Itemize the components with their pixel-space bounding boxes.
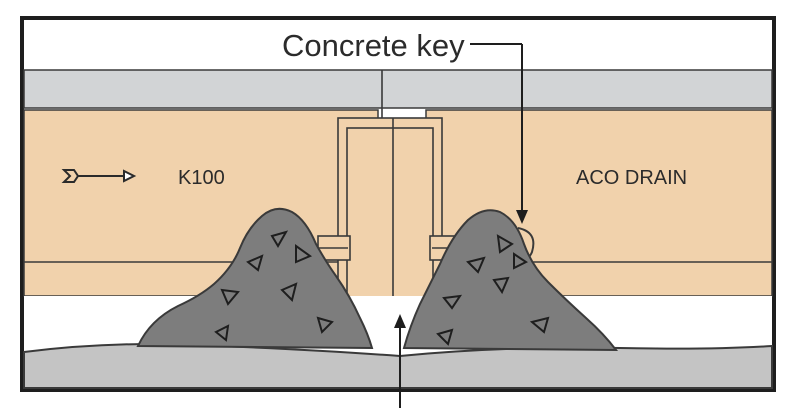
flow-arrow-icon <box>61 169 137 183</box>
left-channel-label: K100 <box>178 167 225 189</box>
concrete-key-joint <box>317 70 535 299</box>
aggregate-marks <box>214 230 550 346</box>
concrete-key-leader <box>470 43 528 224</box>
concrete-haunch-right <box>402 209 619 352</box>
leader-arrowhead <box>516 210 528 224</box>
right-channel-label: ACO DRAIN <box>576 167 687 189</box>
concrete-haunch-left <box>136 207 374 350</box>
grating-band <box>23 69 773 109</box>
joint-arrow-up <box>394 314 406 408</box>
joint-arrowhead <box>394 314 406 328</box>
concrete-key-label: Concrete key <box>282 28 465 63</box>
